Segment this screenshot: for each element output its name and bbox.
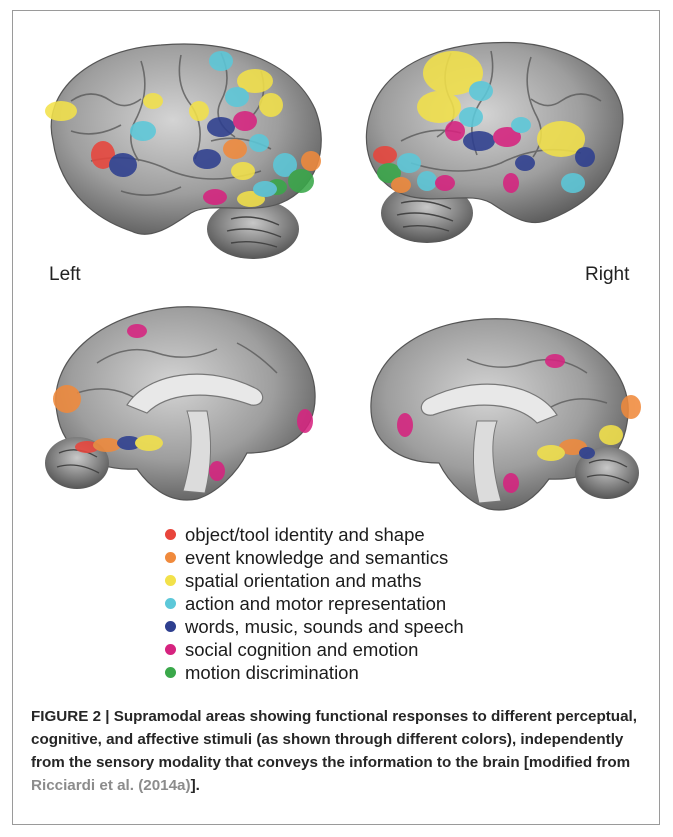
- left-lateral-brain: [31, 31, 331, 271]
- left-medial-brain: [37, 293, 327, 513]
- legend-label: words, music, sounds and speech: [185, 616, 464, 638]
- legend-item: spatial orientation and maths: [165, 569, 565, 592]
- legend-label: motion discrimination: [185, 662, 359, 684]
- legend-item: action and motor representation: [165, 592, 565, 615]
- right-hemisphere-label: Right: [585, 264, 629, 286]
- legend-label: spatial orientation and maths: [185, 570, 422, 592]
- legend-label: social cognition and emotion: [185, 639, 418, 661]
- legend-label: object/tool identity and shape: [185, 524, 425, 546]
- caption-end: ].: [191, 777, 200, 794]
- legend-dot-icon: [165, 529, 176, 540]
- right-lateral-brain: [361, 33, 641, 253]
- legend-dot-icon: [165, 644, 176, 655]
- legend-item: social cognition and emotion: [165, 638, 565, 661]
- legend-item: event knowledge and semantics: [165, 546, 565, 569]
- figure-image: Left Right: [13, 11, 661, 683]
- left-hemisphere-label: Left: [49, 264, 81, 286]
- legend-label: event knowledge and semantics: [185, 547, 448, 569]
- caption-text: FIGURE 2 | Supramodal areas showing func…: [31, 708, 637, 771]
- legend-dot-icon: [165, 598, 176, 609]
- legend-dot-icon: [165, 575, 176, 586]
- legend-dot-icon: [165, 552, 176, 563]
- legend-dot-icon: [165, 621, 176, 632]
- legend-dot-icon: [165, 667, 176, 678]
- figure-caption: FIGURE 2 | Supramodal areas showing func…: [31, 705, 643, 797]
- legend-label: action and motor representation: [185, 593, 446, 615]
- figure-frame: Left Right: [12, 10, 660, 825]
- legend-item: words, music, sounds and speech: [165, 615, 565, 638]
- color-legend: object/tool identity and shape event kno…: [165, 523, 565, 684]
- legend-item: object/tool identity and shape: [165, 523, 565, 546]
- citation-link[interactable]: Ricciardi et al. (2014a): [31, 777, 191, 794]
- legend-item: motion discrimination: [165, 661, 565, 684]
- right-medial-brain: [365, 307, 647, 519]
